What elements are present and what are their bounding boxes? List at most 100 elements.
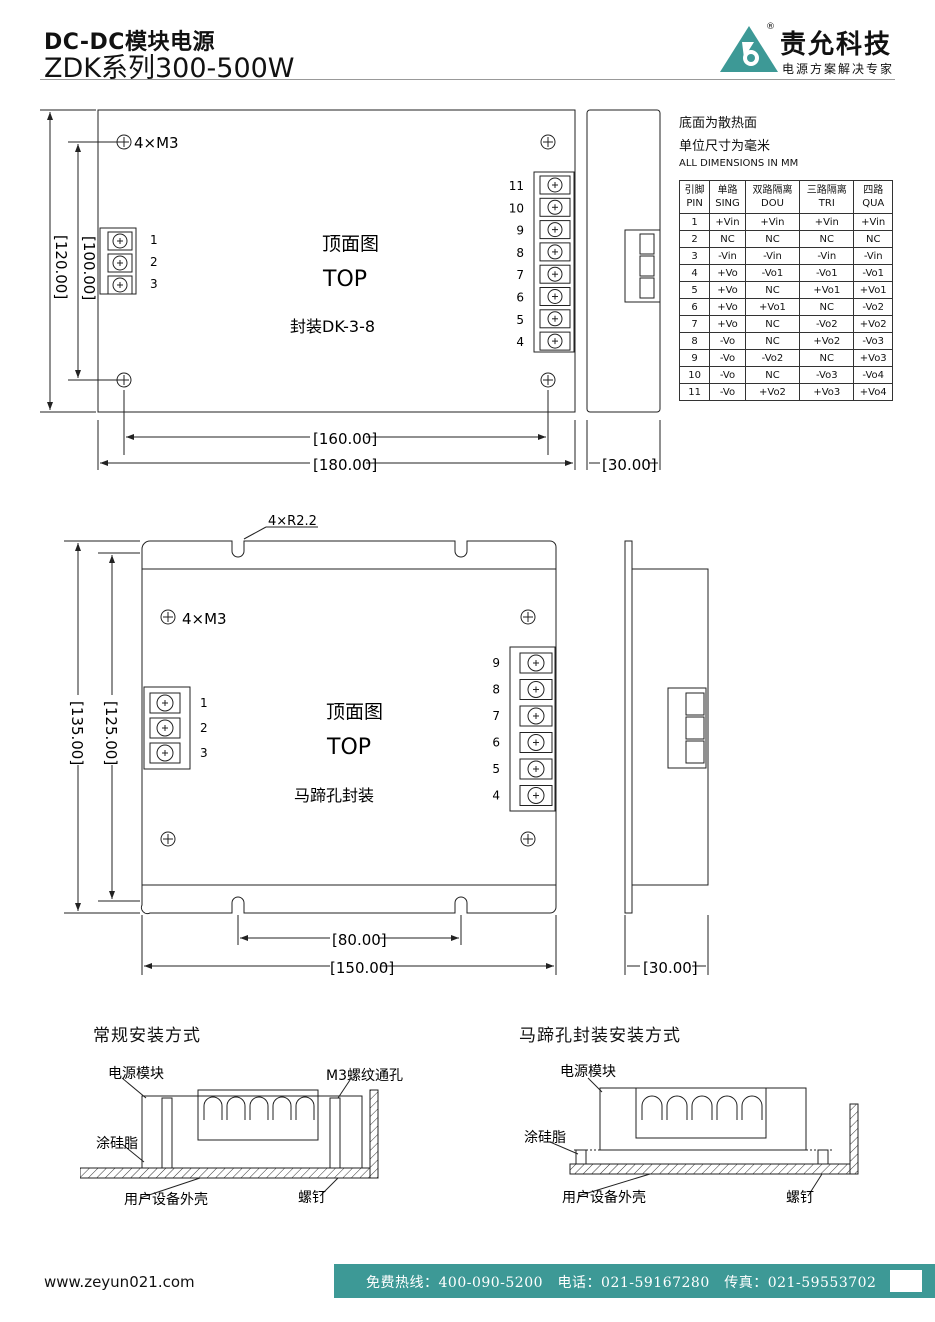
pin-number-label: 2: [200, 721, 208, 735]
terminal-screw-icon: [107, 275, 133, 295]
pin-table-cell: +Vin: [744, 213, 801, 231]
pin-table-cell: 7: [678, 315, 711, 333]
pin-table-cell: -Vo2: [853, 298, 893, 316]
mount1-label-hole: M3螺纹通孔: [326, 1068, 403, 1084]
pin-number-label: 7: [492, 709, 500, 723]
pin-table-cell: 10: [678, 366, 711, 384]
pin-table-cell: -Vo3: [853, 332, 893, 350]
d2-package-label: 马蹄孔封装: [294, 786, 374, 805]
doc-title-line1: DC-DC模块电源: [44, 30, 215, 55]
terminal-fin-icon: [691, 1095, 713, 1120]
mount1-diagram: 电源模块 M3螺纹通孔 涂硅脂 用户设备外壳 螺钉: [80, 1066, 403, 1208]
pin-table-cell: NC: [799, 230, 855, 248]
doc-title-line2: ZDK系列300-500W: [44, 53, 295, 84]
pin-table-cell: 6: [678, 298, 711, 316]
pin-number-label: 11: [509, 179, 524, 193]
brand-reg-mark: ®: [766, 22, 775, 32]
pin-table-cell: +Vo3: [799, 383, 855, 401]
mounting-hole-icon: [116, 372, 132, 388]
d2-dim-width: [150.00]: [330, 959, 394, 977]
pin-table-row: 1+Vin+Vin+Vin+Vin: [678, 213, 893, 231]
pin-table-cell: +Vo1: [853, 281, 893, 299]
pin-table-cell: +Vo: [709, 264, 746, 282]
pin-table-cell: -Vin: [853, 247, 893, 265]
pin-number-label: 8: [492, 683, 500, 697]
mount1-title: 常规安装方式: [93, 1026, 201, 1046]
header-divider: [40, 79, 895, 80]
terminal-screw-icon: [519, 785, 553, 806]
mount2-title: 马蹄孔封装安装方式: [519, 1026, 681, 1046]
pin-table-cell: NC: [853, 230, 893, 248]
pin-table-cell: NC: [744, 315, 801, 333]
mounting-hole-icon: [520, 831, 536, 847]
pin-table-cell: +Vo1: [799, 281, 855, 299]
terminal-fin-icon: [716, 1095, 738, 1120]
pin-number-label: 5: [492, 762, 500, 776]
pin-table-cell: +Vin: [853, 213, 893, 231]
mount1-label-case: 用户设备外壳: [124, 1191, 208, 1208]
d2-view-cn: 顶面图: [326, 701, 383, 723]
pin-number-label: 6: [516, 291, 524, 305]
pin-table-cell: 1: [678, 213, 711, 231]
mount1-label-grease: 涂硅脂: [96, 1136, 138, 1152]
pin-table-cell: 8: [678, 332, 711, 350]
mounting-hole-icon: [160, 609, 176, 625]
footer-page-box: [890, 1270, 922, 1292]
pin-table-cell: -Vin: [799, 247, 855, 265]
terminal-fin-icon: [641, 1095, 663, 1120]
mount2-label-screw: 螺钉: [786, 1190, 814, 1206]
pin-number-label: 4: [516, 335, 524, 349]
note-heat-surface: 底面为散热面: [679, 116, 758, 131]
pin-table-cell: -Vo2: [744, 349, 801, 367]
terminal-screw-icon: [519, 652, 553, 674]
d1-view-cn: 顶面图: [322, 233, 379, 255]
d1-package-label: 封装DK-3-8: [290, 317, 375, 336]
terminal-screw-icon: [539, 197, 571, 217]
pin-number-label: 4: [492, 789, 500, 803]
footer-contact-bar: [334, 1264, 935, 1298]
terminal-screw-icon: [107, 231, 133, 251]
pin-table-cell: 2: [678, 230, 711, 248]
brand-name: 责允科技: [780, 30, 893, 60]
mounting-hole-icon: [540, 372, 556, 388]
pin-number-label: 6: [492, 736, 500, 750]
d2-hole-label: 4×M3: [182, 610, 227, 628]
side-terminal-icon: [639, 277, 655, 299]
pin-table-cell: +Vo4: [853, 383, 893, 401]
mount1-label-module: 电源模块: [108, 1066, 164, 1082]
mount2-label-grease: 涂硅脂: [524, 1130, 566, 1146]
pin-table-cell: -Vo4: [853, 366, 893, 384]
pin-number-label: 10: [509, 201, 524, 215]
footer-contact-text: 免费热线：400-090-5200 电话：021-59167280 传真：021…: [366, 1275, 877, 1291]
mount2-diagram: 电源模块 涂硅脂 用户设备外壳 螺钉: [524, 1064, 859, 1206]
pin-table-cell: -Vo3: [799, 366, 855, 384]
pin-number-label: 8: [516, 246, 524, 260]
d2-notch-label: 4×R2.2: [268, 514, 317, 529]
pin-table-cell: +Vo2: [799, 332, 855, 350]
pin-number-label: 9: [516, 224, 524, 238]
footer-website-link[interactable]: www.zeyun021.com: [44, 1273, 195, 1291]
pin-number-label: 1: [200, 696, 208, 710]
terminal-screw-icon: [149, 692, 181, 714]
side-terminal-icon: [639, 233, 655, 255]
pin-table-cell: -Vin: [744, 247, 801, 265]
d2-dim-notch-span: [80.00]: [332, 931, 387, 949]
terminal-screw-icon: [519, 758, 553, 780]
brand-slogan: 电源方案解决专家: [782, 62, 895, 76]
pin-number-label: 7: [516, 268, 524, 282]
pin-table-cell: -Vo: [709, 383, 746, 401]
pin-table-cell: 4: [678, 264, 711, 282]
pin-table-cell: NC: [744, 366, 801, 384]
pin-table-cell: +Vo: [709, 281, 746, 299]
pin-table-cell: NC: [744, 332, 801, 350]
pin-number-label: 1: [150, 233, 158, 247]
d2-view-en: TOP: [326, 735, 371, 760]
pin-table-cell: +Vin: [799, 213, 855, 231]
terminal-fin-icon: [741, 1095, 763, 1120]
